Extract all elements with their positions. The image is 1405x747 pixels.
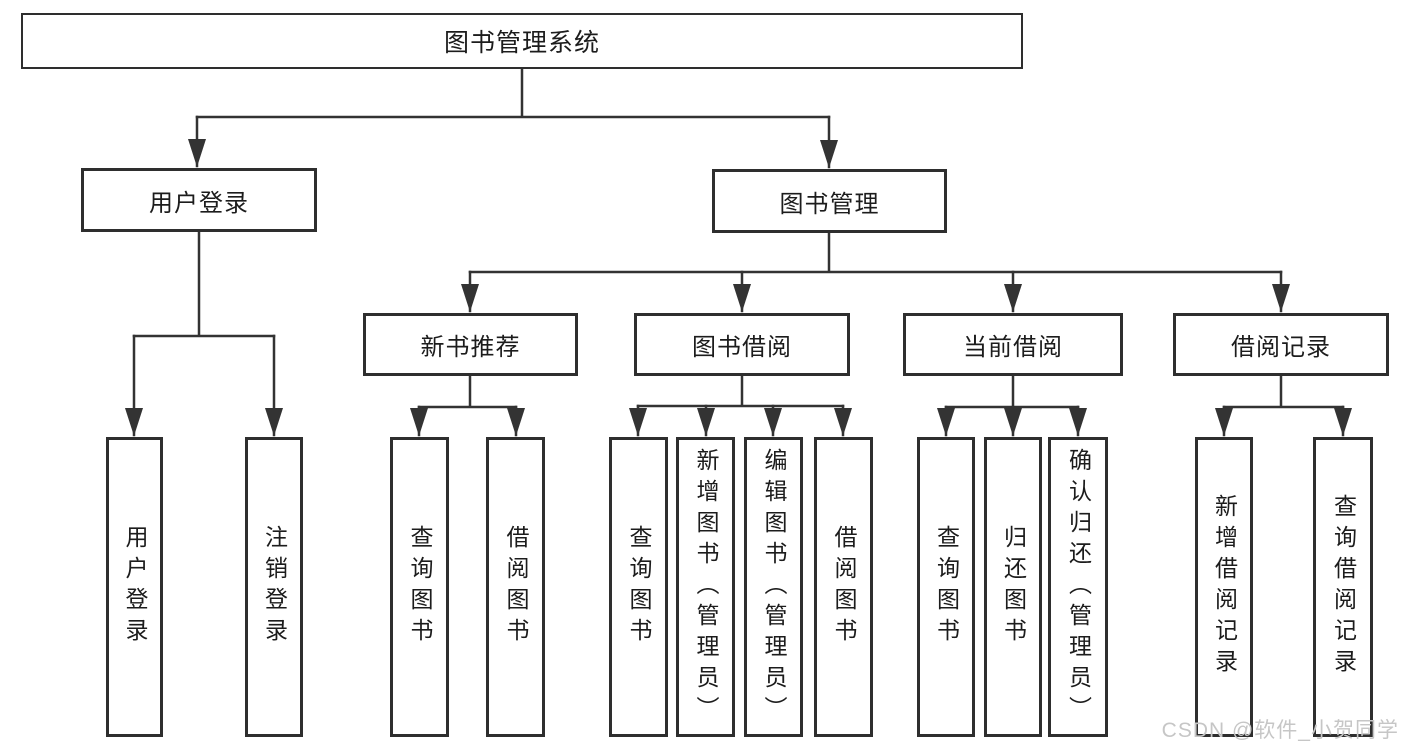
leaf-label: 查询图书: [626, 525, 652, 649]
leaf-return-book: 归还图书: [984, 437, 1042, 737]
leaf-label: 编辑图书（管理员）: [761, 447, 787, 727]
leaf-add-book-admin: 新增图书（管理员）: [676, 437, 735, 737]
leaf-label: 注销登录: [261, 525, 288, 649]
leaf-query-book: 查询图书: [917, 437, 975, 737]
leaf-label: 确认归还（管理员）: [1065, 447, 1092, 727]
leaf-query-borrow-record: 查询借阅记录: [1313, 437, 1373, 737]
leaf-borrow-book: 借阅图书: [814, 437, 873, 737]
csdn-watermark: CSDN @软件_小贺同学: [1161, 719, 1399, 742]
leaf-label: 查询图书: [407, 525, 433, 649]
leaf-label: 借阅图书: [831, 525, 857, 649]
leaf-confirm-return-admin: 确认归还（管理员）: [1048, 437, 1108, 737]
leaf-query-book: 查询图书: [609, 437, 668, 737]
leaf-label: 查询图书: [933, 525, 960, 649]
leaf-add-borrow-record: 新增借阅记录: [1195, 437, 1253, 737]
node-borrow-record: 借阅记录: [1173, 313, 1389, 376]
leaf-label: 借阅图书: [503, 525, 529, 649]
leaf-label: 新增图书（管理员）: [693, 447, 719, 727]
leaf-label: 新增借阅记录: [1211, 494, 1238, 680]
node-book-borrow: 图书借阅: [634, 313, 850, 376]
leaf-label: 归还图书: [1000, 525, 1027, 649]
leaf-logout: 注销登录: [245, 437, 303, 737]
leaf-label: 查询借阅记录: [1330, 494, 1357, 680]
node-library-management-system: 图书管理系统: [21, 13, 1023, 69]
node-user-login: 用户登录: [81, 168, 317, 232]
leaf-label: 用户登录: [122, 525, 148, 649]
node-current-borrow: 当前借阅: [903, 313, 1123, 376]
leaf-query-book: 查询图书: [390, 437, 449, 737]
node-new-book-recommend: 新书推荐: [363, 313, 578, 376]
leaf-user-login: 用户登录: [106, 437, 163, 737]
leaf-edit-book-admin: 编辑图书（管理员）: [744, 437, 803, 737]
node-book-management: 图书管理: [712, 169, 947, 233]
leaf-borrow-book: 借阅图书: [486, 437, 545, 737]
